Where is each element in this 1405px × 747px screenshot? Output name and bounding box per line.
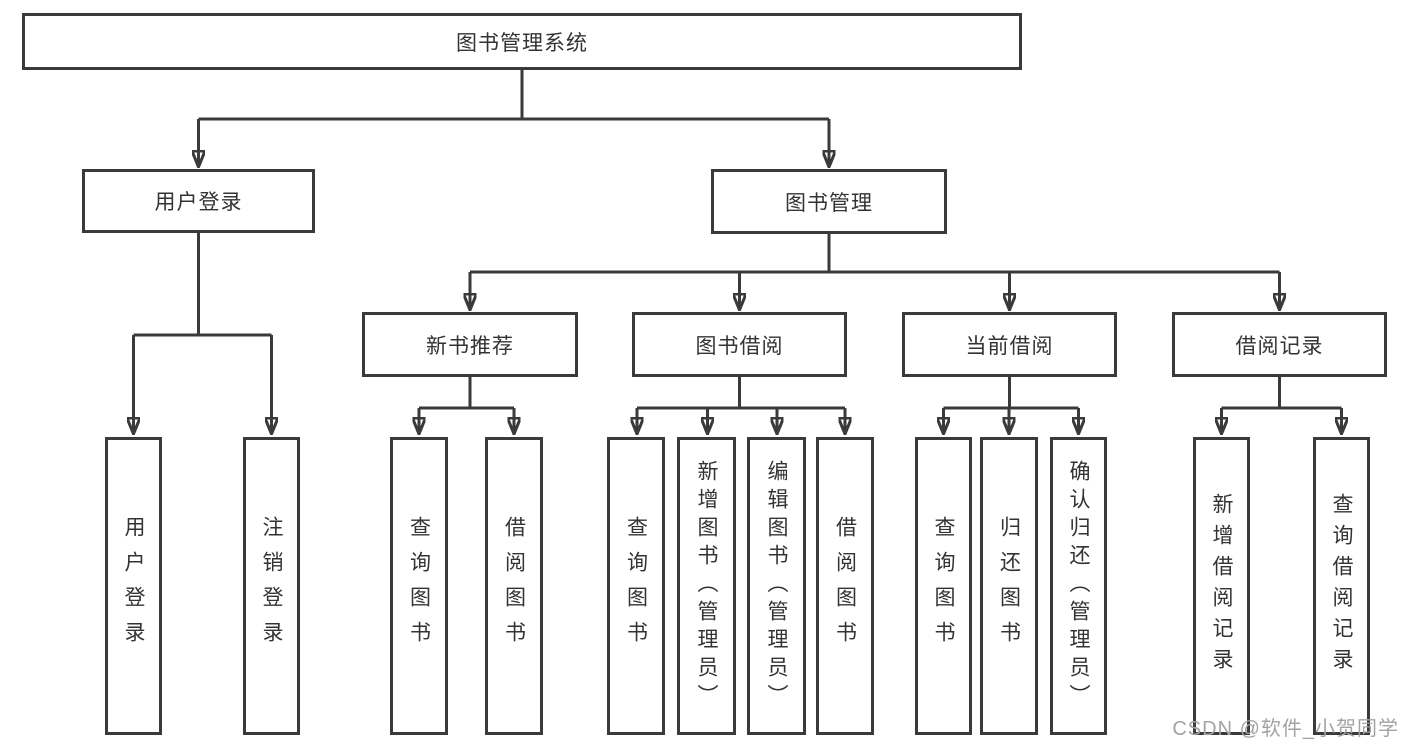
leaf-nbr-query-book: 查询图书 — [390, 437, 448, 735]
node-root: 图书管理系统 — [22, 13, 1022, 70]
node-new-book-recommend-label: 新书推荐 — [426, 334, 514, 358]
leaf-user-login-label: 用户登录 — [122, 516, 145, 656]
leaf-logout-label: 注销登录 — [260, 516, 283, 656]
leaf-cb-query-book-label: 查询图书 — [932, 516, 955, 656]
leaf-br-add-record: 新增借阅记录 — [1193, 437, 1250, 735]
node-book-borrowing: 图书借阅 — [632, 312, 847, 377]
node-book-management-label: 图书管理 — [785, 191, 873, 215]
leaf-bb-edit-book-admin: 编辑图书（管理员） — [747, 437, 806, 735]
leaf-cb-query-book: 查询图书 — [915, 437, 972, 735]
leaf-logout: 注销登录 — [243, 437, 300, 735]
leaf-user-login: 用户登录 — [105, 437, 162, 735]
node-user-login: 用户登录 — [82, 169, 315, 233]
leaf-bb-query-book-label: 查询图书 — [624, 516, 648, 656]
node-new-book-recommend: 新书推荐 — [362, 312, 578, 377]
leaf-br-query-record: 查询借阅记录 — [1313, 437, 1370, 735]
node-user-login-label: 用户登录 — [154, 191, 243, 214]
leaf-bb-edit-book-admin-label: 编辑图书（管理员） — [765, 460, 788, 712]
node-current-borrowing: 当前借阅 — [902, 312, 1117, 377]
leaf-cb-return-book-label: 归还图书 — [997, 516, 1021, 656]
leaf-cb-return-book: 归还图书 — [980, 437, 1038, 735]
node-root-label: 图书管理系统 — [456, 31, 588, 55]
node-borrowing-records: 借阅记录 — [1172, 312, 1387, 377]
leaf-nbr-borrow-book-label: 借阅图书 — [502, 516, 526, 656]
leaf-cb-confirm-return-admin-label: 确认归还（管理员） — [1067, 460, 1090, 712]
leaf-nbr-query-book-label: 查询图书 — [407, 516, 431, 656]
node-borrowing-records-label: 借阅记录 — [1235, 334, 1324, 358]
leaf-br-add-record-label: 新增借阅记录 — [1210, 493, 1233, 679]
leaf-br-query-record-label: 查询借阅记录 — [1330, 493, 1353, 679]
node-book-borrowing-label: 图书借阅 — [695, 334, 784, 358]
leaf-bb-borrow-book: 借阅图书 — [816, 437, 874, 735]
leaf-cb-confirm-return-admin: 确认归还（管理员） — [1050, 437, 1107, 735]
leaf-nbr-borrow-book: 借阅图书 — [485, 437, 543, 735]
leaf-bb-query-book: 查询图书 — [607, 437, 665, 735]
node-current-borrowing-label: 当前借阅 — [965, 334, 1054, 358]
leaf-bb-borrow-book-label: 借阅图书 — [833, 516, 857, 656]
node-book-management: 图书管理 — [711, 169, 947, 234]
leaf-bb-add-book-admin: 新增图书（管理员） — [677, 437, 736, 735]
leaf-bb-add-book-admin-label: 新增图书（管理员） — [695, 460, 718, 712]
csdn-watermark: CSDN @软件_小贺同学 — [1172, 718, 1399, 740]
